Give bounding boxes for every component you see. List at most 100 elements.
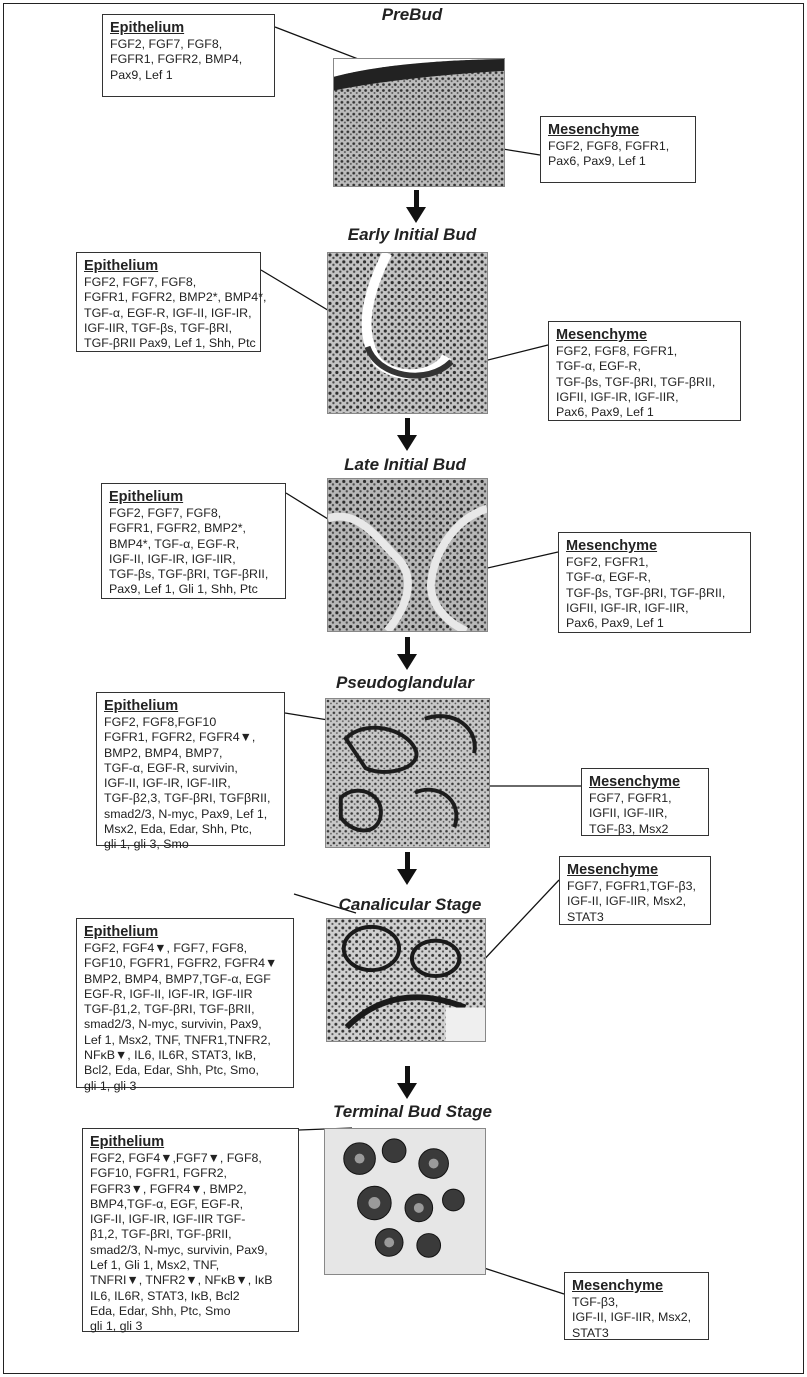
pseudoglandular-epithelium-box: Epithelium FGF2, FGF8,FGF10 FGFR1, FGFR2… bbox=[96, 692, 285, 846]
gene-line: Msx2, Eda, Edar, Shh, Ptc, bbox=[104, 822, 278, 837]
gene-line: TGF-βs, TGF-βRI, TGF-βRII, bbox=[556, 375, 734, 390]
stage-title-late-initial-bud: Late Initial Bud bbox=[310, 455, 500, 475]
epithelium-heading: Epithelium bbox=[84, 257, 254, 275]
gene-line: TGF-β3, bbox=[572, 1295, 702, 1310]
early-epithelium-box: Epithelium FGF2, FGF7, FGF8, FGFR1, FGFR… bbox=[76, 252, 261, 352]
prebud-micrograph bbox=[333, 58, 505, 187]
gene-line: TGF-β1,2, TGF-βRI, TGF-βRII, bbox=[84, 1002, 287, 1017]
stage-title-prebud: PreBud bbox=[352, 5, 472, 25]
gene-line: TGF-α, EGF-R, IGF-II, IGF-IR, bbox=[84, 306, 254, 321]
early-initial-bud-micrograph bbox=[327, 252, 488, 414]
epithelium-heading: Epithelium bbox=[90, 1133, 292, 1151]
gene-line: gli 1, gli 3 bbox=[90, 1319, 292, 1334]
gene-line: Eda, Edar, Shh, Ptc, Smo bbox=[90, 1304, 292, 1319]
gene-line: IGFII, IGF-IIR, bbox=[589, 806, 702, 821]
down-arrow-icon bbox=[409, 190, 423, 223]
gene-line: BMP4*, TGF-α, EGF-R, bbox=[109, 537, 279, 552]
gene-line: TGF-α, EGF-R, bbox=[566, 570, 744, 585]
epithelium-heading: Epithelium bbox=[110, 19, 268, 37]
mesenchyme-heading: Mesenchyme bbox=[589, 773, 702, 791]
gene-line: FGF10, FGFR1, FGFR2, bbox=[90, 1166, 292, 1181]
gene-line: FGF2, FGF7, FGF8, bbox=[84, 275, 254, 290]
gene-line: FGF10, FGFR1, FGFR2, FGFR4▼ bbox=[84, 956, 287, 971]
gene-line: TGF-βs, TGF-βRI, TGF-βRII, bbox=[566, 586, 744, 601]
gene-line: IGF-II, IGF-IR, IGF-IIR, bbox=[109, 552, 279, 567]
gene-line: EGF-R, IGF-II, IGF-IR, IGF-IIR bbox=[84, 987, 287, 1002]
mesenchyme-heading: Mesenchyme bbox=[567, 861, 704, 879]
pseudoglandular-mesenchyme-box: Mesenchyme FGF7, FGFR1, IGFII, IGF-IIR, … bbox=[581, 768, 709, 836]
epithelium-heading: Epithelium bbox=[109, 488, 279, 506]
gene-line: IL6, IL6R, STAT3, IκB, Bcl2 bbox=[90, 1289, 292, 1304]
terminal-epithelium-box: Epithelium FGF2, FGF4▼,FGF7▼, FGF8, FGF1… bbox=[82, 1128, 299, 1332]
gene-line: Pax6, Pax9, Lef 1 bbox=[556, 405, 734, 420]
gene-line: gli 1, gli 3, Smo bbox=[104, 837, 278, 852]
gene-line: β1,2, TGF-βRI, TGF-βRII, bbox=[90, 1227, 292, 1242]
terminal-mesenchyme-box: Mesenchyme TGF-β3, IGF-II, IGF-IIR, Msx2… bbox=[564, 1272, 709, 1340]
gene-line: Lef 1, Msx2, TNF, TNFR1,TNFR2, bbox=[84, 1033, 287, 1048]
gene-line: BMP2, BMP4, BMP7, bbox=[104, 746, 278, 761]
down-arrow-icon bbox=[400, 1066, 414, 1099]
gene-line: FGFR3▼, FGFR4▼, BMP2, bbox=[90, 1182, 292, 1197]
late-epithelium-box: Epithelium FGF2, FGF7, FGF8, FGFR1, FGFR… bbox=[101, 483, 286, 599]
down-arrow-icon bbox=[400, 852, 414, 885]
gene-line: STAT3 bbox=[572, 1326, 702, 1341]
gene-line: NFκB▼, IL6, IL6R, STAT3, IκB, bbox=[84, 1048, 287, 1063]
gene-line: IGF-II, IGF-IIR, Msx2, bbox=[567, 894, 704, 909]
gene-line: FGF2, FGF4▼,FGF7▼, FGF8, bbox=[90, 1151, 292, 1166]
gene-line: TGF-βRII Pax9, Lef 1, Shh, Ptc bbox=[84, 336, 254, 351]
gene-line: smad2/3, N-myc, survivin, Pax9, bbox=[84, 1017, 287, 1032]
gene-line: IGFII, IGF-IR, IGF-IIR, bbox=[566, 601, 744, 616]
mesenchyme-heading: Mesenchyme bbox=[566, 537, 744, 555]
gene-line: TGF-β2,3, TGF-βRI, TGFβRII, bbox=[104, 791, 278, 806]
gene-line: FGF2, FGF8,FGF10 bbox=[104, 715, 278, 730]
stage-title-early-initial-bud: Early Initial Bud bbox=[312, 225, 512, 245]
gene-line: FGFR1, FGFR2, BMP4, bbox=[110, 52, 268, 67]
stage-title-canalicular-stage: Canalicular Stage bbox=[320, 895, 500, 915]
pseudoglandular-micrograph bbox=[325, 698, 490, 848]
mesenchyme-heading: Mesenchyme bbox=[548, 121, 689, 139]
gene-line: IGFII, IGF-IR, IGF-IIR, bbox=[556, 390, 734, 405]
gene-line: FGF2, FGF7, FGF8, bbox=[109, 506, 279, 521]
gene-line: IGF-II, IGF-IIR, Msx2, bbox=[572, 1310, 702, 1325]
epithelium-heading: Epithelium bbox=[84, 923, 287, 941]
gene-line: TNFRI▼, TNFR2▼, NFκB▼, IκB bbox=[90, 1273, 292, 1288]
gene-line: FGF2, FGF8, FGFR1, bbox=[556, 344, 734, 359]
gene-line: IGF-IIR, TGF-βs, TGF-βRI, bbox=[84, 321, 254, 336]
gene-line: smad2/3, N-myc, Pax9, Lef 1, bbox=[104, 807, 278, 822]
down-arrow-icon bbox=[400, 418, 414, 451]
gene-line: FGF7, FGFR1, bbox=[589, 791, 702, 806]
gene-line: gli 1, gli 3 bbox=[84, 1079, 287, 1094]
gene-line: TGF-β3, Msx2 bbox=[589, 822, 702, 837]
gene-line: Pax6, Pax9, Lef 1 bbox=[566, 616, 744, 631]
gene-line: TGF-βs, TGF-βRI, TGF-βRII, bbox=[109, 567, 279, 582]
late-initial-bud-micrograph bbox=[327, 478, 488, 632]
gene-line: smad2/3, N-myc, survivin, Pax9, bbox=[90, 1243, 292, 1258]
mesenchyme-heading: Mesenchyme bbox=[572, 1277, 702, 1295]
gene-line: Bcl2, Eda, Edar, Shh, Ptc, Smo, bbox=[84, 1063, 287, 1078]
gene-line: FGFR1, FGFR2, BMP2*, BMP4*, bbox=[84, 290, 254, 305]
mesenchyme-heading: Mesenchyme bbox=[556, 326, 734, 344]
late-mesenchyme-box: Mesenchyme FGF2, FGFR1, TGF-α, EGF-R, TG… bbox=[558, 532, 751, 633]
gene-line: BMP2, BMP4, BMP7,TGF-α, EGF bbox=[84, 972, 287, 987]
gene-line: FGF2, FGF7, FGF8, bbox=[110, 37, 268, 52]
stage-title-pseudoglandular: Pseudoglandular bbox=[320, 673, 490, 693]
canalicular-mesenchyme-box: Mesenchyme FGF7, FGFR1,TGF-β3, IGF-II, I… bbox=[559, 856, 711, 925]
canalicular-epithelium-box: Epithelium FGF2, FGF4▼, FGF7, FGF8, FGF1… bbox=[76, 918, 294, 1088]
gene-line: FGF2, FGFR1, bbox=[566, 555, 744, 570]
gene-line: Pax9, Lef 1 bbox=[110, 68, 268, 83]
gene-line: FGF2, FGF4▼, FGF7, FGF8, bbox=[84, 941, 287, 956]
early-mesenchyme-box: Mesenchyme FGF2, FGF8, FGFR1, TGF-α, EGF… bbox=[548, 321, 741, 421]
gene-line: TGF-α, EGF-R, bbox=[556, 359, 734, 374]
down-arrow-icon bbox=[400, 637, 414, 670]
epithelium-heading: Epithelium bbox=[104, 697, 278, 715]
prebud-mesenchyme-box: Mesenchyme FGF2, FGF8, FGFR1, Pax6, Pax9… bbox=[540, 116, 696, 183]
stage-title-terminal-bud-stage: Terminal Bud Stage bbox=[315, 1102, 510, 1122]
terminal-bud-micrograph bbox=[324, 1128, 486, 1275]
gene-line: Lef 1, Gli 1, Msx2, TNF, bbox=[90, 1258, 292, 1273]
gene-line: FGF2, FGF8, FGFR1, bbox=[548, 139, 689, 154]
gene-line: Pax9, Lef 1, Gli 1, Shh, Ptc bbox=[109, 582, 279, 597]
gene-line: TGF-α, EGF-R, survivin, bbox=[104, 761, 278, 776]
gene-line: STAT3 bbox=[567, 910, 704, 925]
gene-line: FGF7, FGFR1,TGF-β3, bbox=[567, 879, 704, 894]
gene-line: IGF-II, IGF-IR, IGF-IIR, bbox=[104, 776, 278, 791]
